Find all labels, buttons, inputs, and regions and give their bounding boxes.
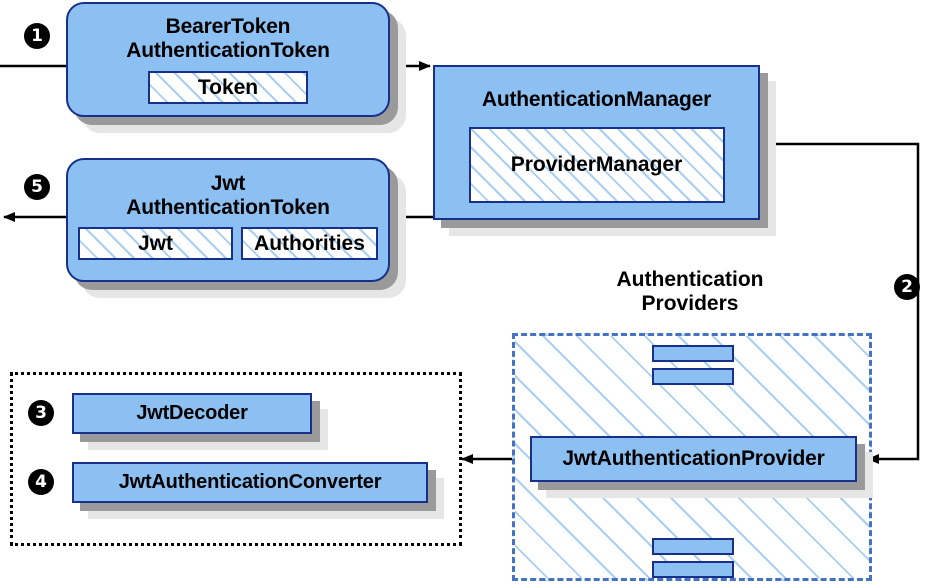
authentication-manager-node[interactable]: AuthenticationManager ProviderManager	[433, 65, 760, 220]
bearer-token-title-line2: AuthenticationToken	[126, 38, 330, 62]
step-marker-1: 1	[24, 23, 50, 49]
jwt-token-title-line1: Jwt	[210, 172, 246, 195]
bearer-token-title-line1: BearerToken	[165, 15, 291, 38]
authorities-label: Authorities	[254, 231, 365, 255]
provider-stub-bar-top-1	[652, 345, 734, 362]
provider-manager-label: ProviderManager	[510, 152, 683, 176]
jwt-token-title-line2: AuthenticationToken	[126, 195, 330, 219]
token-label: Token	[197, 75, 259, 99]
auth-providers-caption: Authentication Providers	[600, 268, 780, 316]
jwt-auth-provider-title: JwtAuthenticationProvider	[562, 447, 825, 471]
jwt-token-subbox-row: Jwt Authorities	[78, 227, 378, 261]
step-marker-5: 5	[24, 174, 50, 200]
provider-manager-subbox: ProviderManager	[468, 126, 725, 203]
step-marker-3: 3	[28, 400, 54, 426]
jwt-decoder-title: JwtDecoder	[136, 402, 248, 425]
provider-stub-bar-top-2	[652, 368, 734, 385]
jwt-auth-converter-title: JwtAuthenticationConverter	[118, 471, 382, 494]
jwt-support-group	[10, 372, 462, 546]
bearer-token-node[interactable]: BearerToken AuthenticationToken Token	[66, 2, 390, 117]
auth-providers-caption-line1: Authentication	[616, 268, 764, 291]
token-subbox: Token	[148, 71, 308, 105]
authorities-subbox: Authorities	[240, 227, 378, 261]
step-marker-2: 2	[894, 274, 920, 300]
authentication-manager-title: AuthenticationManager	[481, 88, 712, 111]
jwt-auth-converter-node[interactable]: JwtAuthenticationConverter	[72, 462, 428, 503]
jwt-token-node[interactable]: Jwt AuthenticationToken Jwt Authorities	[66, 158, 390, 282]
connector-manager-to-provider	[760, 142, 920, 464]
jwt-subbox: Jwt	[78, 227, 233, 261]
step-marker-4: 4	[28, 469, 54, 495]
jwt-label: Jwt	[137, 231, 173, 255]
auth-providers-caption-line2: Providers	[641, 292, 739, 316]
provider-stub-bar-bottom-1	[652, 538, 734, 555]
jwt-decoder-node[interactable]: JwtDecoder	[72, 393, 312, 434]
provider-stub-bar-bottom-2	[652, 561, 734, 578]
